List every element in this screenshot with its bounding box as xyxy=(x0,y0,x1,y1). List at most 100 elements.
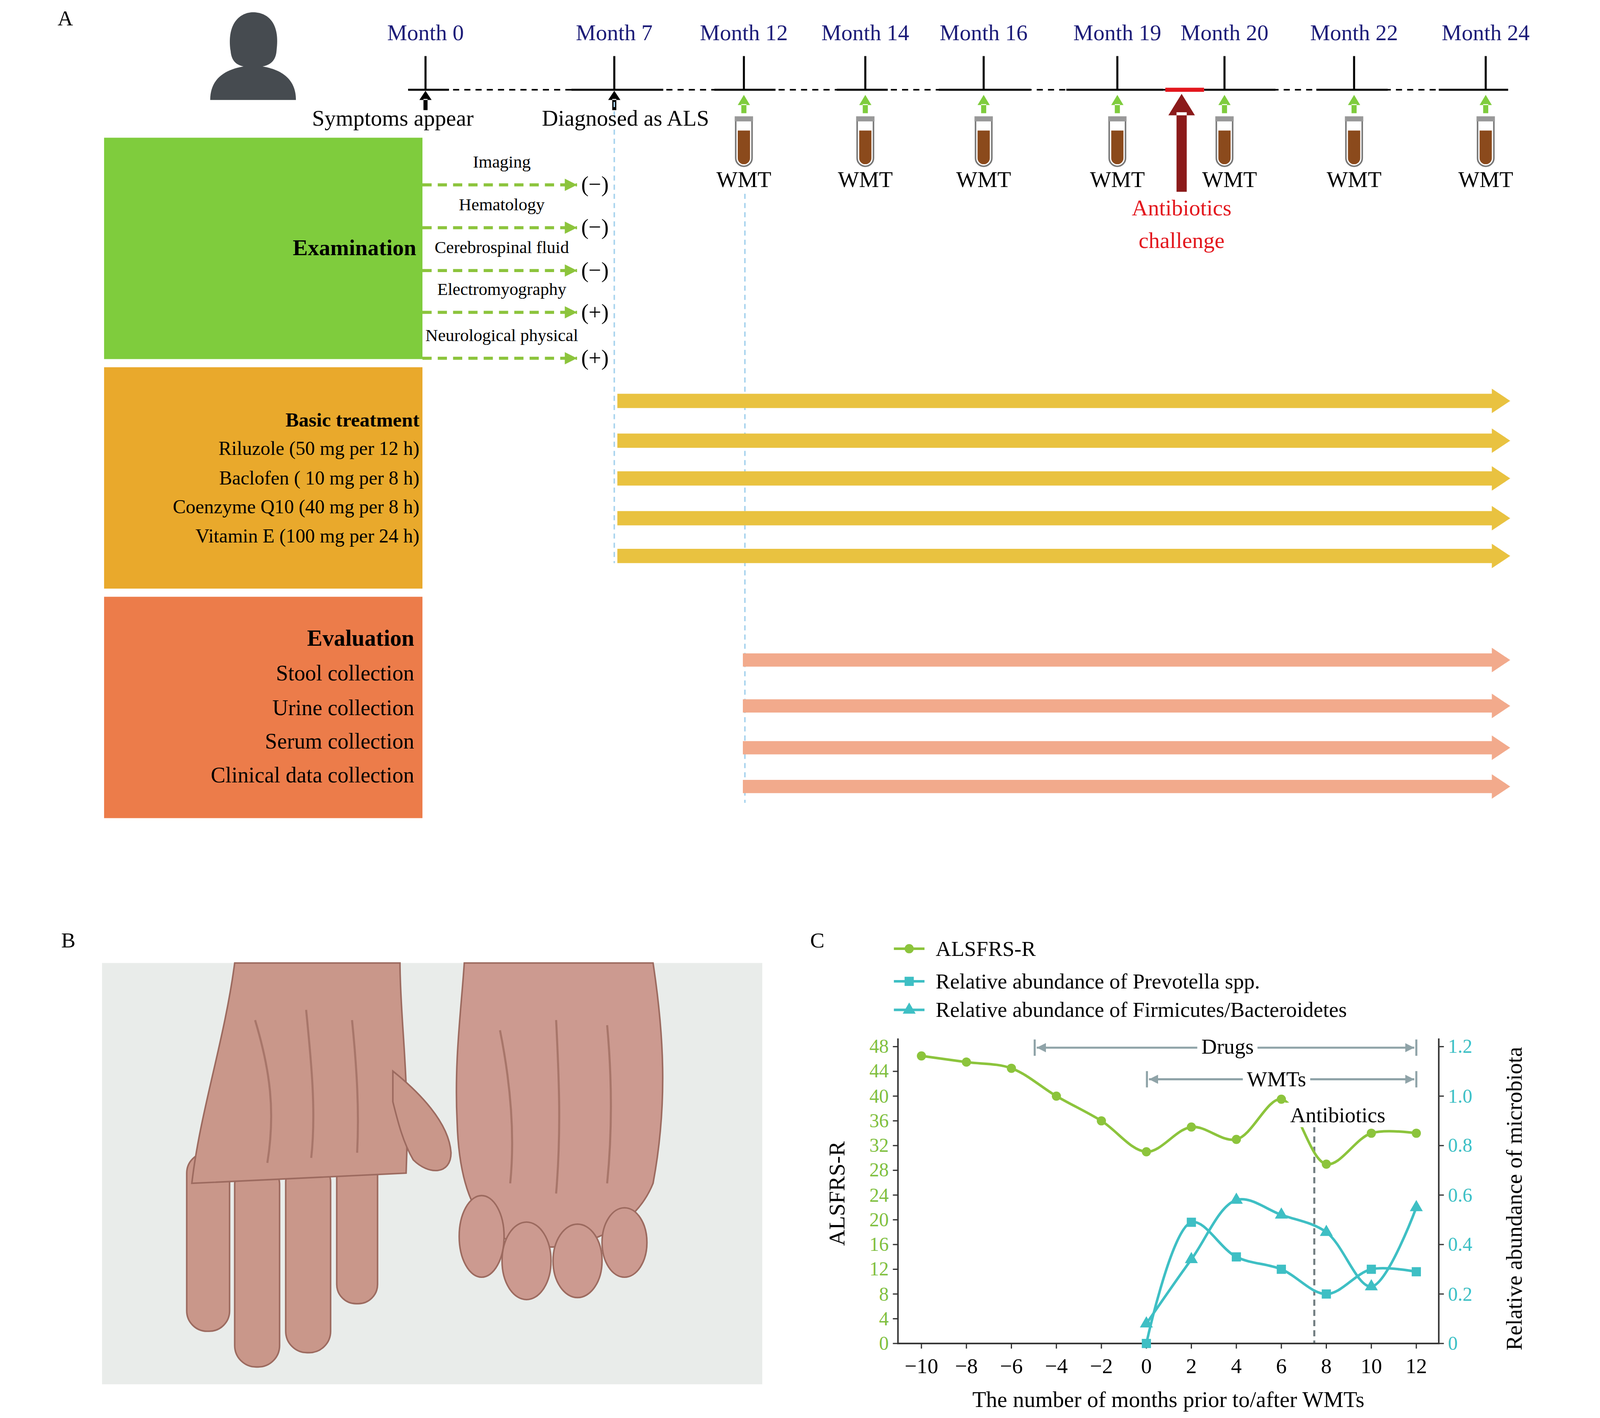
curled-finger xyxy=(502,1222,552,1300)
square-marker xyxy=(904,976,914,987)
thumb xyxy=(392,1071,451,1171)
treatment-bar xyxy=(617,471,1493,486)
month-label: Month 12 xyxy=(700,19,789,46)
axis-tick-label: 4 xyxy=(1230,1354,1242,1379)
wmt-label: WMT xyxy=(837,166,893,193)
chart-ranges xyxy=(1034,1040,1417,1344)
wmt-label: WMT xyxy=(716,166,772,193)
tube-cap xyxy=(1476,116,1495,122)
axis-line xyxy=(897,1038,1439,1344)
tick xyxy=(892,1169,898,1172)
tick xyxy=(892,1046,898,1048)
sample-tube xyxy=(1344,94,1363,167)
prevotella-line xyxy=(1146,1222,1417,1344)
axis-tick-label: 1.2 xyxy=(1448,1035,1473,1059)
axis-tick-label: 12 xyxy=(1405,1354,1428,1379)
dashed-arrow xyxy=(422,183,577,187)
axis-tick-label: 10 xyxy=(1360,1354,1383,1379)
month-label: Month 7 xyxy=(576,19,653,46)
sample-tube xyxy=(1108,94,1127,167)
legend-sample xyxy=(893,976,925,987)
result-text: (−) xyxy=(581,256,609,285)
tick xyxy=(965,1343,968,1349)
evaluation-bar xyxy=(742,780,1493,794)
tube-outline xyxy=(1346,120,1363,166)
panel-letter: B xyxy=(61,928,76,954)
tick xyxy=(1438,1145,1444,1147)
axis-tick-label: 48 xyxy=(869,1035,889,1059)
axis-tick-label: −6 xyxy=(999,1354,1023,1379)
tube-outline xyxy=(857,120,874,166)
axis-tick-label: 44 xyxy=(869,1060,889,1084)
range-label: Antibiotics xyxy=(1285,1103,1390,1128)
event-label: Symptoms appear xyxy=(311,105,474,132)
sample-tube xyxy=(1215,94,1234,167)
axis-title: ALSFRS-R xyxy=(823,1141,850,1247)
axis-tick-label: 8 xyxy=(879,1283,889,1306)
chart-series xyxy=(916,1051,1423,1349)
box-item: Baclofen ( 10 mg per 8 h) xyxy=(219,463,420,494)
timeline-ticks xyxy=(425,56,1486,91)
tick xyxy=(1280,1343,1283,1349)
result-sign: (+) xyxy=(581,344,609,373)
evaluation-bar xyxy=(742,699,1493,713)
axis-tick-label: −2 xyxy=(1089,1354,1113,1379)
square-marker xyxy=(1186,1218,1197,1228)
circle-marker xyxy=(1186,1122,1197,1133)
up-arrow xyxy=(1348,94,1361,114)
edge-label: Hematology xyxy=(458,195,545,216)
result-sign: (−) xyxy=(581,256,609,285)
guide-line xyxy=(613,102,616,564)
vein xyxy=(255,1010,359,1164)
axis-tick-label: 8 xyxy=(1321,1354,1332,1379)
box-heading: Evaluation xyxy=(307,621,415,658)
legend-sample xyxy=(893,1002,925,1015)
panel-box: EvaluationStool collectionUrine collecti… xyxy=(104,596,423,819)
legend-sample xyxy=(893,944,925,954)
tube-fill xyxy=(1479,130,1493,165)
circle-marker xyxy=(916,1051,927,1061)
tube-cap xyxy=(734,116,754,122)
antibiotic-label: Antibiotics challenge xyxy=(1115,191,1248,257)
hand-back xyxy=(191,963,408,1184)
tick xyxy=(1438,1095,1444,1098)
square-marker xyxy=(1141,1339,1151,1349)
treatment-head xyxy=(1491,543,1510,569)
treatment-head xyxy=(1491,466,1510,492)
evaluation-bar xyxy=(742,653,1493,667)
dashed-arrow xyxy=(422,269,577,273)
triangle-marker xyxy=(1409,1200,1424,1212)
wmt-label: WMT xyxy=(1089,166,1145,193)
tube-fill xyxy=(1111,130,1124,165)
result-text: (−) xyxy=(581,171,609,199)
timeline-solid xyxy=(408,88,1509,92)
axis-tick-label: 4 xyxy=(879,1307,889,1331)
square-marker xyxy=(1276,1265,1286,1275)
month-label: Month 16 xyxy=(939,19,1028,46)
range-label: Drugs xyxy=(1197,1034,1258,1060)
tick xyxy=(1438,1343,1444,1345)
tick xyxy=(892,1268,898,1271)
axis-ticks xyxy=(892,1046,1444,1349)
curled-finger xyxy=(459,1195,505,1278)
alsfrs-line xyxy=(921,1056,1417,1165)
timeline-dashed xyxy=(408,88,1509,91)
axis-tick-label: 24 xyxy=(869,1184,889,1207)
triangle-marker xyxy=(1139,1316,1154,1328)
chart-axes xyxy=(897,1038,1439,1344)
tick xyxy=(892,1145,898,1147)
wmt-label: WMT xyxy=(956,166,1012,193)
evaluation-head xyxy=(1491,735,1510,761)
antibiotic-period xyxy=(1165,87,1205,92)
box-item: Vitamin E (100 mg per 24 h) xyxy=(195,521,420,552)
treatment-bar xyxy=(617,433,1493,449)
axis-tick-label: 0.2 xyxy=(1448,1283,1473,1306)
tube-cap xyxy=(974,116,993,122)
tube-outline xyxy=(975,120,993,166)
person-head xyxy=(229,12,278,68)
tick xyxy=(892,1070,898,1073)
evaluation-head xyxy=(1491,693,1510,719)
axis-tick-label: 12 xyxy=(869,1258,889,1281)
wmt-label: WMT xyxy=(1202,166,1258,193)
axis-tick-label: 0.4 xyxy=(1448,1233,1473,1257)
